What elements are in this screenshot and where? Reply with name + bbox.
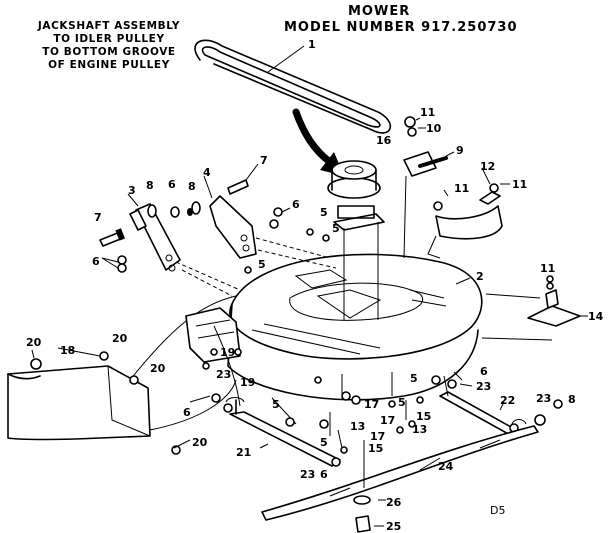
callout: 25 [386,520,401,533]
callout: 5 [410,372,418,385]
leader-lines [31,117,588,527]
callout: 5 [272,398,280,411]
callout: 19 [240,376,255,389]
callout: 15 [368,442,383,455]
callout: 21 [236,446,251,459]
callout: 23 [300,468,315,481]
callout: 9 [456,144,464,157]
hardware-top-right [403,116,448,211]
right-deck-bracket [427,183,503,259]
callout: 24 [438,460,454,473]
callout: 5 [320,436,328,449]
model-number: MODEL NUMBER 917.250730 [284,20,518,35]
callout: 19 [220,346,235,359]
left-deck-bracket [129,203,241,297]
callout: 7 [94,211,102,224]
callout: 23 [536,392,551,405]
callout: 5 [398,396,406,409]
hardware-left [99,179,330,274]
callout: 8 [146,179,154,192]
callout: 6 [183,406,191,419]
callout: 6 [320,468,328,481]
callout: 20 [150,362,166,375]
callout: 23 [216,368,231,381]
callout: 18 [60,344,75,357]
callout: 20 [26,336,42,349]
callout: 6 [292,198,300,211]
callout: 5 [320,206,328,219]
callout: 15 [416,410,431,423]
callout: 14 [588,310,604,323]
callout: 6 [92,255,100,268]
callout: 1 [308,38,316,51]
hardware-center [271,372,416,454]
callout: 26 [386,496,402,509]
height-adjust-bracket [481,275,581,341]
callout: 13 [412,423,427,436]
callout: 12 [480,160,495,173]
callout: 5 [332,222,340,235]
callout: 2 [476,270,484,283]
callout: 17 [380,414,395,427]
jackshaft-note: JACKSHAFT ASSEMBLY TO IDLER PULLEY TO BO… [24,20,194,72]
mower-deck [227,175,483,401]
callout: 20 [112,332,128,345]
note-line: TO IDLER PULLEY [53,33,165,45]
callout: 17 [370,430,385,443]
page-code: D5 [490,504,505,517]
diagram-title: MOWER [348,4,411,19]
callout: 11 [540,262,555,275]
idler-pulley-assembly [327,160,385,320]
callout: 10 [426,122,442,135]
callout: 11 [420,106,435,119]
callout: 11 [454,182,469,195]
note-line: OF ENGINE PULLEY [48,59,170,71]
belt [194,39,391,134]
callout: 20 [192,436,208,449]
callout: 8 [568,393,576,406]
callout: 4 [203,166,211,179]
callout: 16 [376,134,392,147]
callout: 22 [500,394,515,407]
callout: 17 [364,398,379,411]
callout: 13 [350,420,365,433]
callout: 23 [476,380,491,393]
discharge-chute [7,295,237,441]
callout: 3 [128,184,136,197]
front-axle [223,397,341,467]
note-line: TO BOTTOM GROOVE [42,46,176,58]
callout: 8 [188,180,196,193]
callout: 6 [480,365,488,378]
callout: 6 [168,178,176,191]
callout: 5 [258,258,266,271]
callout-labels: 1 2 3 4 5 5 5 5 5 5 5 6 6 6 6 6 6 7 7 8 … [26,38,604,533]
callout: 7 [260,154,268,167]
callout: 11 [512,178,527,191]
cutting-blade [261,425,539,533]
note-line: JACKSHAFT ASSEMBLY [37,20,181,32]
front-deck-bracket [209,195,337,269]
